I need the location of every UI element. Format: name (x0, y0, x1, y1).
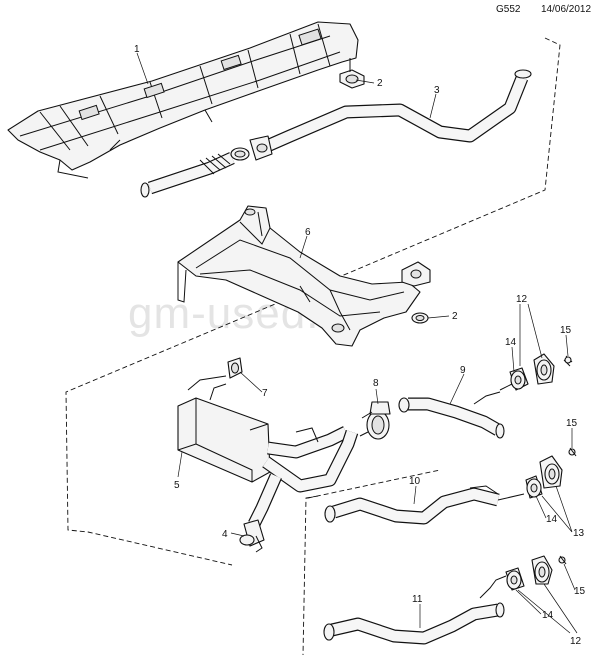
intermediate-pipe-9 (398, 391, 505, 439)
hanger-bracket-top (499, 353, 573, 391)
callout-1: 1 (134, 44, 140, 55)
callout-9: 9 (460, 365, 466, 376)
leader-lines (136, 52, 578, 634)
callout-7: 7 (262, 388, 268, 399)
callout-4: 4 (222, 529, 228, 540)
rubber-hanger-mid (411, 312, 429, 324)
rubber-hanger-top (339, 58, 365, 89)
subframe (177, 205, 431, 347)
callout-3: 3 (434, 85, 440, 96)
rear-pipe-11 (323, 575, 507, 645)
callout-labels: 1 2 3 6 2 12 14 15 7 8 9 15 5 10 14 13 4… (134, 44, 586, 647)
callout-14-top: 14 (505, 337, 517, 348)
callout-6: 6 (305, 227, 311, 238)
callout-8: 8 (373, 378, 379, 389)
rear-group-outline (302, 469, 441, 656)
hanger-bracket-mid (525, 447, 577, 499)
muffler (177, 375, 359, 527)
exhaust-clamp (359, 401, 391, 440)
callout-15-mid: 15 (566, 418, 578, 429)
callout-15-bottom: 15 (574, 586, 586, 597)
callout-14-bottom: 14 (542, 610, 554, 621)
diagram-date: 14/06/2012 (541, 4, 592, 15)
callout-12-bottom: 12 (570, 636, 582, 647)
callout-13: 13 (573, 528, 585, 539)
front-exhaust-pipe (140, 69, 532, 198)
heat-shield (7, 21, 359, 179)
callout-2-top: 2 (377, 78, 383, 89)
diagram-code: G552 (496, 4, 521, 15)
hanger-insulator (227, 357, 243, 379)
callout-5: 5 (174, 480, 180, 491)
callout-12-top: 12 (516, 294, 528, 305)
callout-15-top: 15 (560, 325, 572, 336)
tail-pipe-tip (239, 519, 265, 553)
callout-11: 11 (412, 594, 423, 605)
callout-10: 10 (409, 476, 421, 487)
assembly-outline (65, 37, 561, 566)
callout-14-mid: 14 (546, 514, 558, 525)
hanger-bracket-bottom (505, 555, 567, 591)
rear-pipe-10 (324, 485, 525, 525)
callout-2-mid: 2 (452, 311, 458, 322)
